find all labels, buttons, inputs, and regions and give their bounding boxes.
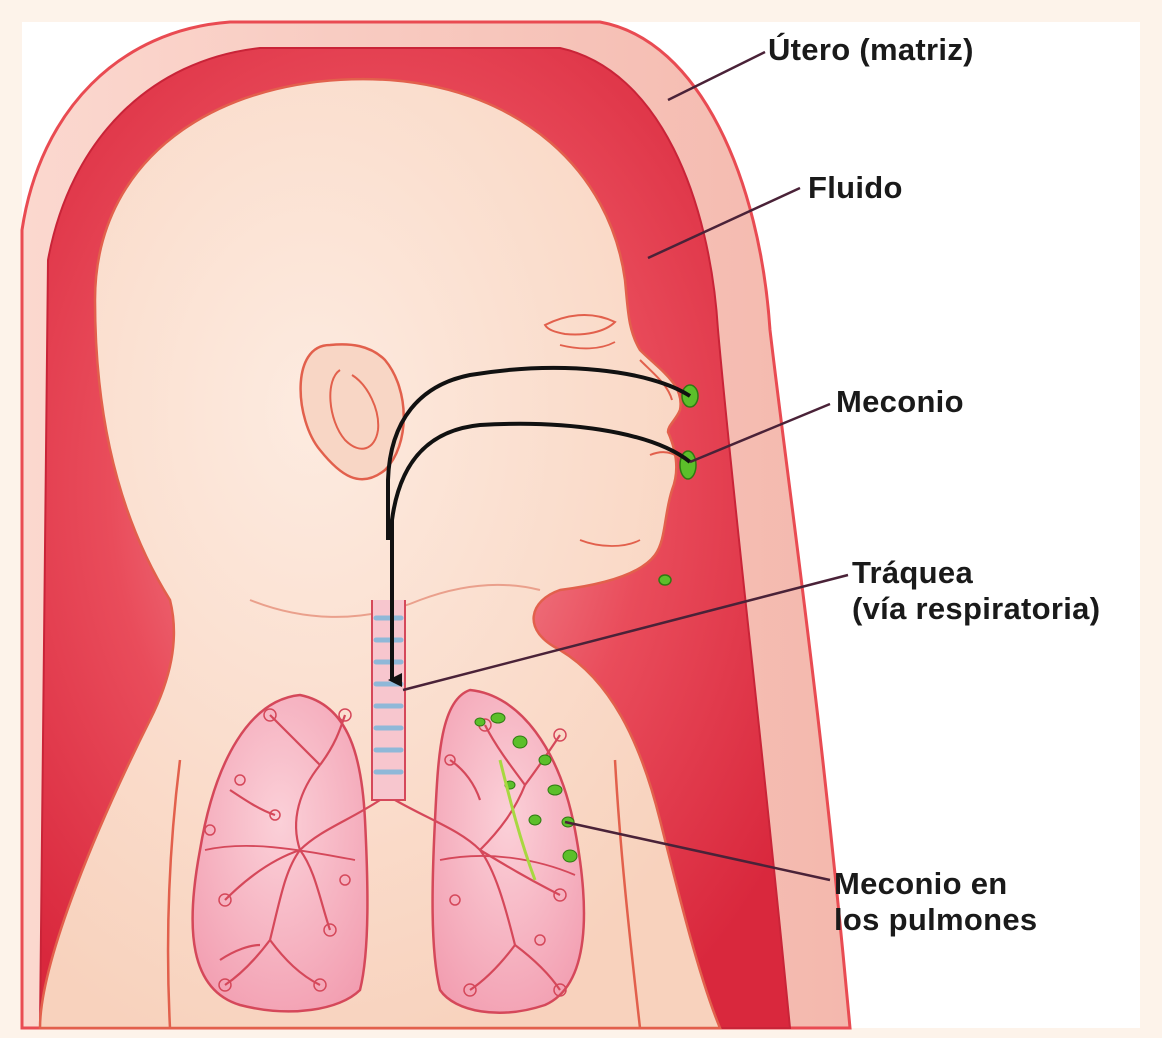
label-trachea: Tráquea (vía respiratoria) (852, 555, 1100, 627)
label-meconium-lungs-line2: los pulmones (834, 902, 1037, 938)
label-trachea-line1: Tráquea (852, 555, 1100, 591)
trachea (372, 600, 405, 800)
label-meconium-lungs: Meconio en los pulmones (834, 866, 1037, 938)
label-trachea-line2: (vía respiratoria) (852, 591, 1100, 627)
label-meconium-lungs-line1: Meconio en (834, 866, 1037, 902)
label-fluid: Fluido (808, 170, 903, 206)
label-uterus: Útero (matriz) (768, 32, 974, 68)
label-meconium: Meconio (836, 384, 964, 420)
